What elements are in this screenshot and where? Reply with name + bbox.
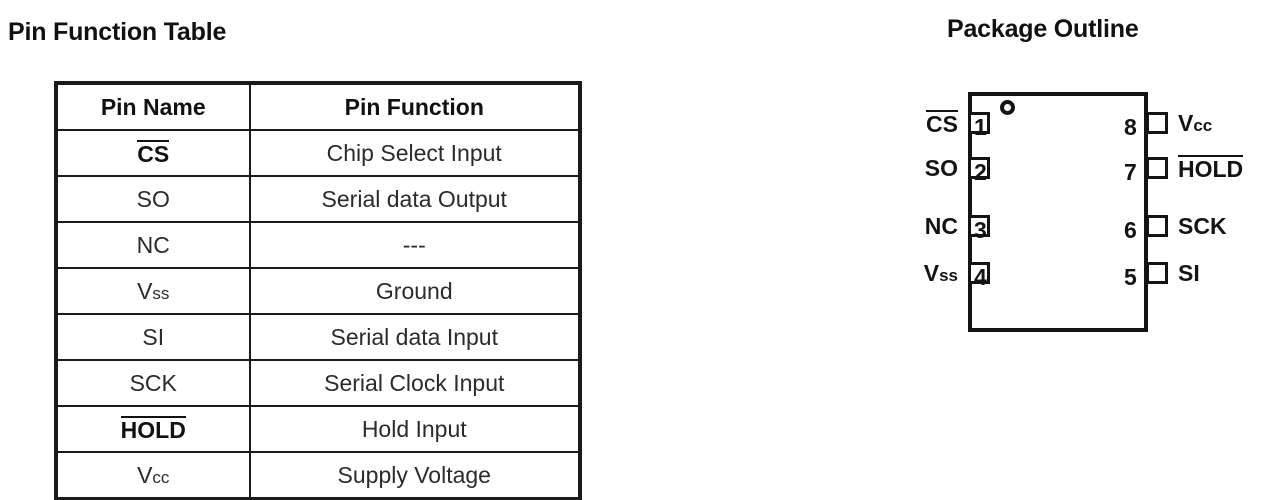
table-row: NC--- xyxy=(55,221,581,269)
cell-pin-name: SCK xyxy=(55,359,251,407)
pin-4: Vss xyxy=(860,260,990,286)
pin-label-si: SI xyxy=(1178,259,1200,286)
pin-tab-icon xyxy=(968,157,990,179)
pin-number-3: 3 xyxy=(974,217,987,243)
cell-pin-name: Vcc xyxy=(55,451,251,500)
cell-pin-function: Ground xyxy=(248,267,581,315)
cell-pin-function: --- xyxy=(248,221,581,269)
cell-pin-name: Vss xyxy=(55,267,251,315)
column-header-pin-name: Pin Name xyxy=(55,82,251,131)
pin-number-1: 1 xyxy=(974,114,987,140)
pin-label-cs: CS xyxy=(926,110,958,137)
pin-number-4: 4 xyxy=(974,264,987,290)
cell-pin-function: Serial Clock Input xyxy=(248,359,581,407)
pin-tab-icon xyxy=(968,112,990,134)
pin-8: Vcc xyxy=(1146,110,1274,136)
package-outline-title: Package Outline xyxy=(947,15,1139,43)
chip-body-outline xyxy=(968,92,1148,332)
cell-pin-name: SO xyxy=(55,175,251,223)
pin-5: SI xyxy=(1146,260,1274,286)
cell-pin-function: Chip Select Input xyxy=(248,129,581,177)
pin-label-vss: Vss xyxy=(923,259,958,286)
pin-label-vcc: Vcc xyxy=(1178,109,1213,136)
cell-pin-function: Serial data Input xyxy=(248,313,581,361)
pin-2: SO xyxy=(860,155,990,181)
pin-number-2: 2 xyxy=(974,159,987,185)
column-header-pin-function: Pin Function xyxy=(248,82,581,131)
pin-7: HOLD xyxy=(1146,155,1274,181)
pin-tab-icon xyxy=(968,215,990,237)
pin-1: CS xyxy=(860,110,990,136)
pin1-marker-dot-icon xyxy=(1000,100,1015,115)
pin-tab-icon xyxy=(1146,157,1168,179)
pin-6: SCK xyxy=(1146,213,1274,239)
pin-label-hold: HOLD xyxy=(1178,155,1244,182)
pin-3: NC xyxy=(860,213,990,239)
pin-function-table-title: Pin Function Table xyxy=(8,18,227,46)
pin-label-nc: NC xyxy=(924,212,958,239)
cell-pin-function: Hold Input xyxy=(248,405,581,453)
cell-pin-name: SI xyxy=(55,313,251,361)
pin-tab-icon xyxy=(1146,112,1168,134)
pin-tab-icon xyxy=(968,262,990,284)
pin-number-5: 5 xyxy=(1124,264,1137,290)
pin-label-sck: SCK xyxy=(1178,212,1227,239)
cell-pin-function: Serial data Output xyxy=(248,175,581,223)
table-header-row: Pin Name Pin Function xyxy=(55,82,581,131)
cell-pin-name: CS xyxy=(55,129,251,177)
pin-tab-icon xyxy=(1146,262,1168,284)
pin-number-6: 6 xyxy=(1124,217,1137,243)
cell-pin-function: Supply Voltage xyxy=(248,451,581,500)
pin-label-so: SO xyxy=(924,154,958,181)
pin-number-7: 7 xyxy=(1124,159,1137,185)
pin-tab-icon xyxy=(1146,215,1168,237)
pin-number-8: 8 xyxy=(1124,114,1137,140)
cell-pin-name: NC xyxy=(55,221,251,269)
cell-pin-name: HOLD xyxy=(55,405,251,453)
